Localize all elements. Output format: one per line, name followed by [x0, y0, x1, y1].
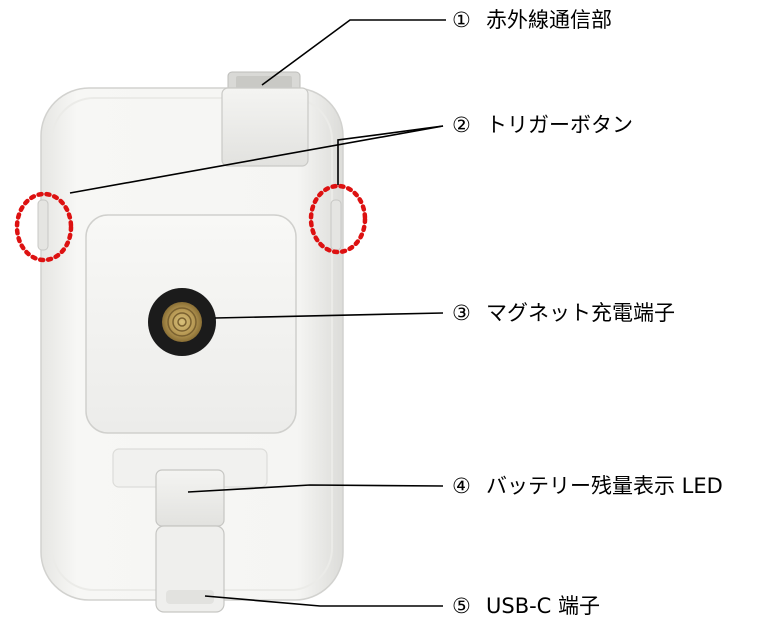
leader-line-2b	[337, 125, 444, 185]
callout-label-5: ⑤ USB-C 端子	[452, 593, 600, 619]
callout-text-5: USB-C 端子	[486, 594, 601, 618]
callout-number-1: ①	[452, 8, 471, 32]
top-cap	[221, 87, 309, 167]
callout-label-2: ② トリガーボタン	[452, 112, 633, 138]
callout-label-1: ① 赤外線通信部	[452, 7, 612, 33]
callout-number-3: ③	[452, 301, 471, 325]
callout-label-4: ④ バッテリー残量表示 LED	[452, 473, 723, 499]
leader-lines	[69, 19, 446, 607]
trigger-button-right	[330, 199, 342, 251]
leader-line-1	[261, 19, 446, 86]
leader-line-3	[214, 312, 444, 319]
callout-text-3: マグネット充電端子	[486, 301, 675, 325]
usb-c-connector	[155, 525, 225, 613]
leader-line-2a	[69, 125, 444, 194]
callout-number-5: ⑤	[452, 594, 471, 618]
callout-text-4: バッテリー残量表示 LED	[486, 474, 723, 498]
callout-text-1: 赤外線通信部	[486, 8, 612, 32]
magnetic-charging-terminal	[148, 288, 216, 356]
battery-led-tab	[155, 469, 225, 527]
highlight-circle-right	[308, 183, 368, 255]
leader-line-5	[204, 595, 443, 607]
callout-number-2: ②	[452, 113, 471, 137]
leader-line-4	[187, 484, 444, 493]
highlight-circle-left	[14, 191, 74, 263]
callout-text-2: トリガーボタン	[486, 113, 633, 137]
trigger-button-left	[37, 199, 49, 251]
callout-label-3: ③ マグネット充電端子	[452, 300, 675, 326]
callout-number-4: ④	[452, 474, 471, 498]
